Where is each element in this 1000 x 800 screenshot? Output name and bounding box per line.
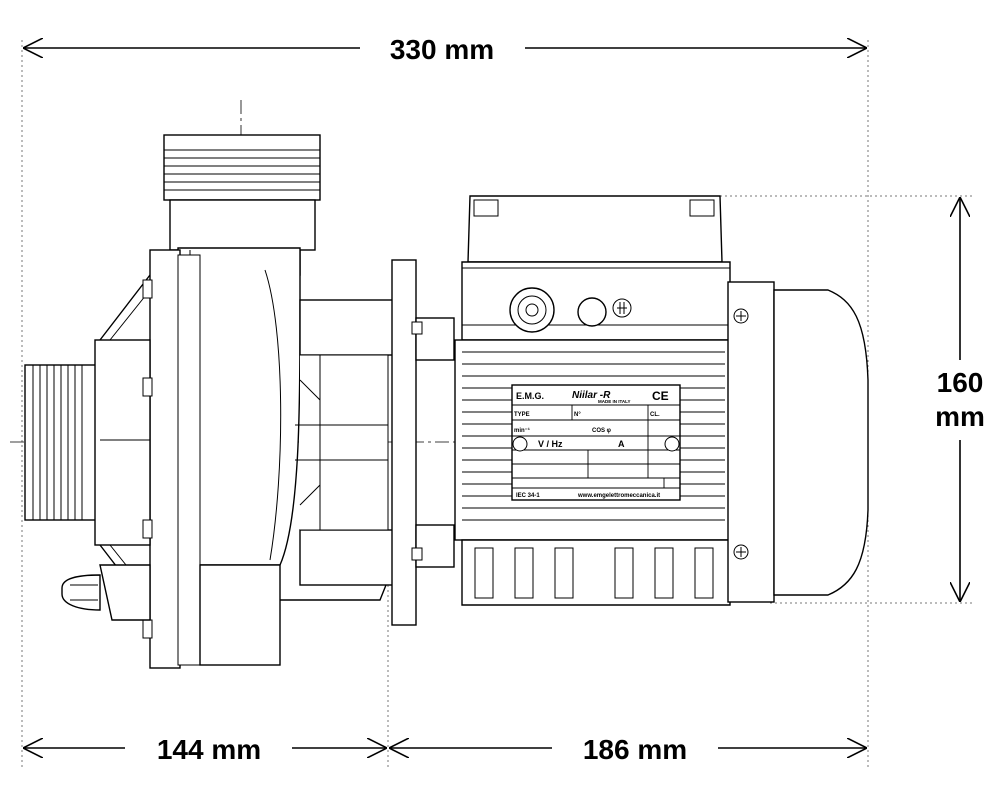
plate-made-in: MADE IN ITALY [598,399,631,404]
motor-feet [461,539,731,606]
terminal-box [467,195,723,263]
plate-class: CL. [650,412,660,418]
height-value: 160 [936,367,984,398]
earth-screw [577,297,607,327]
drain-plug [99,564,151,621]
height-label: 160 mm [920,366,1000,434]
plate-brand: E.M.G. [516,391,544,401]
pump-body [24,134,455,669]
plate-amp: A [618,439,625,449]
pump-flange [149,249,181,669]
outlet-thread [163,134,321,201]
plate-model: Niilar -R [572,390,611,401]
nameplate: E.M.G. Niilar -R MADE IN ITALY CE TYPE N… [511,384,681,501]
plate-standard: IEC 34-1 [516,493,540,499]
motor-flange [391,259,417,626]
plate-rpm: min⁻¹ [514,427,530,434]
dimension-arrows [24,48,960,748]
ce-mark: CE [652,389,669,403]
motor-section-label: 186 mm [560,734,710,766]
plate-volt-hz: V / Hz [538,439,563,449]
height-unit: mm [935,401,985,432]
pump-section-label: 144 mm [134,734,284,766]
plate-cos: COS φ [592,428,612,434]
plate-type: TYPE [514,412,530,418]
fan-cover [773,289,869,596]
lantern-bracket [299,299,396,356]
plate-website: www.emgelettromeccanica.it [577,493,660,499]
plate-number: N° [574,412,581,418]
inlet-thread [24,364,101,521]
total-length-label: 330 mm [372,34,512,66]
